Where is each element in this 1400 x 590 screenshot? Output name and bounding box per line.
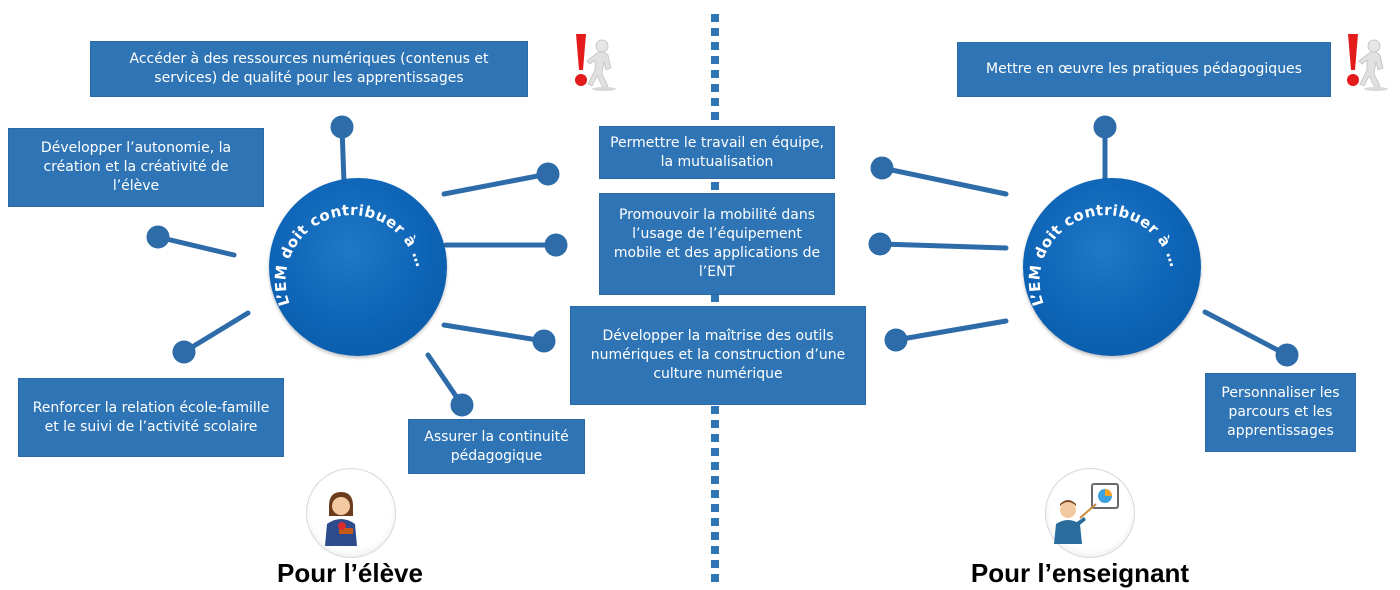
connector-dot bbox=[544, 233, 568, 257]
hub-enseignant: L’EM doit contribuer à … bbox=[1023, 178, 1201, 356]
divider-dash bbox=[711, 462, 719, 470]
connector-line bbox=[181, 310, 251, 355]
connector-dot bbox=[870, 156, 894, 180]
label-pour-eleve: Pour l’élève bbox=[277, 558, 423, 588]
connector-dot bbox=[536, 162, 560, 186]
box-developper-autonomie: Développer l’autonomie, la création et l… bbox=[8, 128, 264, 207]
connector-line bbox=[155, 234, 237, 258]
divider-dash bbox=[711, 406, 719, 414]
divider-dash bbox=[711, 518, 719, 526]
divider-dash bbox=[711, 574, 719, 582]
connector-dot bbox=[146, 225, 170, 249]
divider-dash bbox=[711, 294, 719, 302]
hub-arc-text: L’EM doit contribuer à … bbox=[1025, 201, 1184, 308]
connector-dot bbox=[172, 340, 196, 364]
divider-dash bbox=[711, 560, 719, 568]
teacher-presenting-icon bbox=[1054, 483, 1119, 544]
hub-eleve: L’EM doit contribuer à … bbox=[269, 178, 447, 356]
connector-dot bbox=[1093, 115, 1117, 139]
divider-dash bbox=[711, 504, 719, 512]
divider-dash bbox=[711, 476, 719, 484]
connector-dot bbox=[868, 232, 892, 256]
divider-dash bbox=[711, 98, 719, 106]
hub-arc-text: L’EM doit contribuer à … bbox=[271, 201, 430, 308]
box-mettre-en-oeuvre: Mettre en œuvre les pratiques pédagogiqu… bbox=[957, 42, 1331, 97]
box-renforcer-relation: Renforcer la relation école-famille et l… bbox=[18, 378, 284, 457]
divider-dash bbox=[711, 434, 719, 442]
box-personnaliser: Personnaliser les parcours et les appren… bbox=[1205, 373, 1356, 452]
box-assurer-continuite: Assurer la continuité pédagogique bbox=[408, 419, 585, 474]
connector-dot bbox=[884, 328, 908, 352]
hub-text: L’EM doit contribuer à … bbox=[1025, 201, 1183, 308]
divider-dash bbox=[711, 546, 719, 554]
connector-dot bbox=[450, 393, 474, 417]
divider-dash bbox=[711, 490, 719, 498]
connector-line bbox=[441, 322, 547, 344]
divider-dash bbox=[711, 420, 719, 428]
center-divider bbox=[711, 14, 719, 582]
svg-text:L’EM doit contribuer à …: L’EM doit contribuer à … bbox=[1025, 201, 1184, 308]
box-maitrise-outils: Développer la maîtrise des outils numéri… bbox=[570, 306, 866, 405]
connector-line bbox=[441, 171, 551, 197]
divider-dash bbox=[711, 532, 719, 540]
connector-dot bbox=[1275, 343, 1299, 367]
divider-dash bbox=[711, 70, 719, 78]
divider-dash bbox=[711, 182, 719, 190]
divider-dash bbox=[711, 448, 719, 456]
alert-person-icon bbox=[575, 34, 616, 91]
connector-dot bbox=[532, 329, 556, 353]
divider-dash bbox=[711, 56, 719, 64]
svg-text:L’EM doit contribuer à …: L’EM doit contribuer à … bbox=[271, 201, 430, 308]
divider-dash bbox=[711, 28, 719, 36]
divider-dash bbox=[711, 84, 719, 92]
divider-dash bbox=[711, 14, 719, 22]
box-acceder-ressources: Accéder à des ressources numériques (con… bbox=[90, 41, 528, 97]
label-pour-enseignant: Pour l’enseignant bbox=[970, 558, 1190, 588]
box-travail-equipe: Permettre le travail en équipe, la mutua… bbox=[599, 126, 835, 179]
student-avatar-icon bbox=[325, 492, 357, 546]
hub-text: L’EM doit contribuer à … bbox=[271, 201, 429, 308]
connector-line bbox=[1202, 309, 1290, 358]
connector-line bbox=[893, 318, 1009, 343]
connector-line bbox=[879, 165, 1009, 197]
connector-line bbox=[877, 241, 1009, 251]
divider-dash bbox=[711, 42, 719, 50]
divider-dash bbox=[711, 112, 719, 120]
connector-dot bbox=[330, 115, 354, 139]
alert-person-icon bbox=[1347, 34, 1388, 91]
box-promouvoir-mobilite: Promouvoir la mobilité dans l’usage de l… bbox=[599, 193, 835, 295]
